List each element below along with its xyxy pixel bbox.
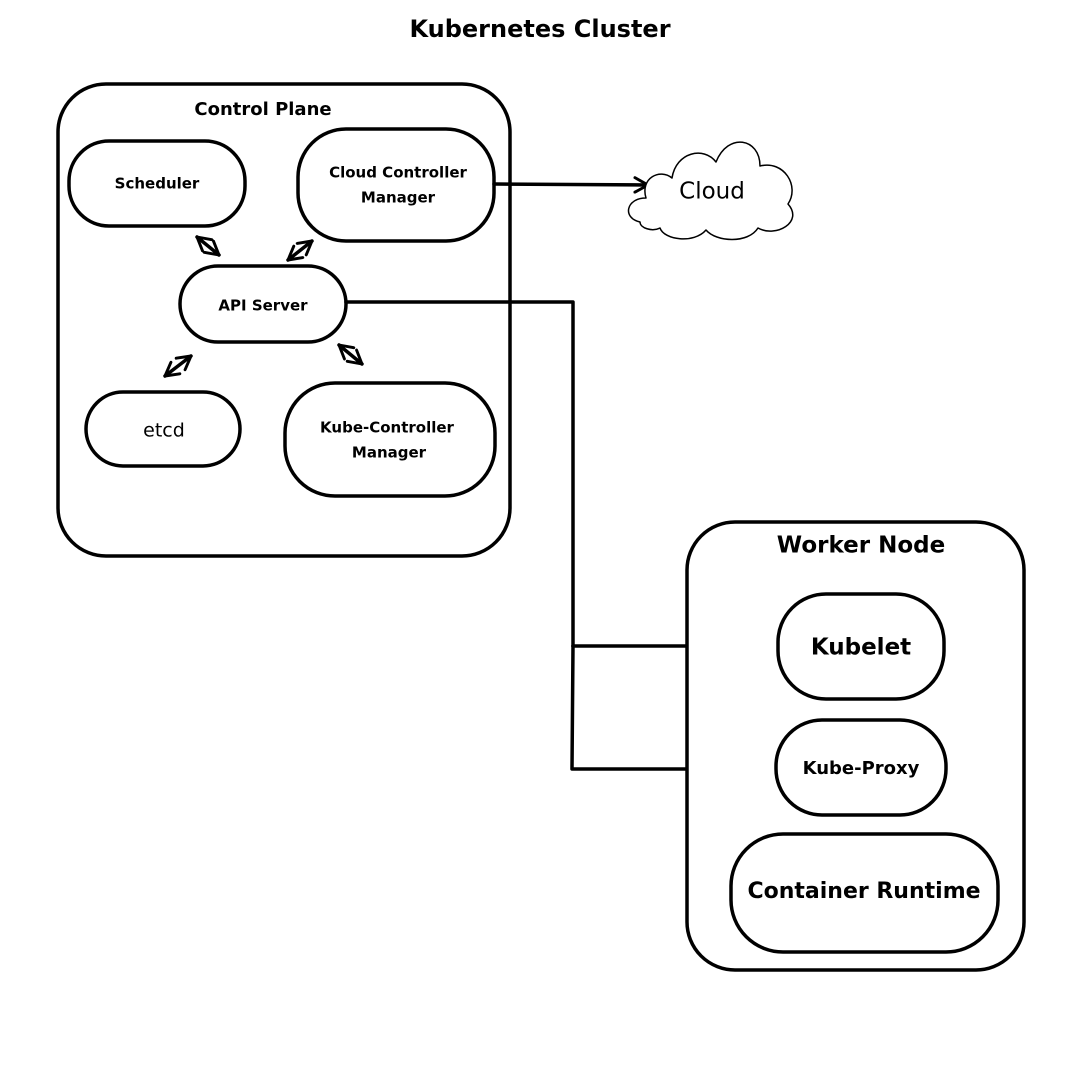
api-server-box[interactable]	[178, 264, 348, 344]
container-runtime-box[interactable]	[729, 832, 1000, 954]
kubelet-label: Kubelet	[811, 635, 911, 661]
cloud-controller-manager-box[interactable]	[296, 127, 496, 243]
kube-controller-api-server-arrow	[337, 343, 364, 366]
scheduler-node[interactable]: Scheduler	[67, 139, 247, 228]
etcd-label: etcd	[143, 420, 185, 442]
cloud-controller-manager-node[interactable]: Cloud Controller Manager	[296, 127, 496, 243]
cloud-controller-manager-label-line2: Manager	[361, 189, 436, 207]
cloud-controller-api-server-arrow	[286, 239, 314, 262]
kube-controller-manager-label-line2: Manager	[352, 444, 427, 462]
container-runtime-node[interactable]: Container Runtime	[729, 832, 1000, 954]
cloud-node: Cloud	[627, 141, 794, 241]
kube-controller-manager-box[interactable]	[283, 381, 497, 498]
worker-node-title: Worker Node	[777, 533, 945, 559]
cloud-icon	[627, 141, 794, 241]
diagram-title: Kubernetes Cluster	[409, 15, 670, 43]
control-plane-title: Control Plane	[194, 99, 331, 120]
cloud-label: Cloud	[679, 179, 745, 205]
cloud-controller-to-cloud-arrow	[492, 176, 650, 194]
kube-controller-manager-node[interactable]: Kube-Controller Manager	[283, 381, 497, 498]
kubelet-box[interactable]	[776, 592, 946, 701]
container-runtime-label: Container Runtime	[747, 879, 980, 904]
etcd-node[interactable]: etcd	[84, 390, 242, 468]
etcd-box[interactable]	[84, 390, 242, 468]
kubelet-node[interactable]: Kubelet	[776, 592, 946, 701]
scheduler-label: Scheduler	[115, 175, 200, 193]
kube-controller-manager-label-line1: Kube-Controller	[320, 419, 454, 437]
cloud-controller-manager-label-line1: Cloud Controller	[329, 164, 467, 182]
scheduler-api-server-arrow	[195, 235, 221, 257]
etcd-api-server-arrow	[163, 354, 193, 378]
api-server-node[interactable]: API Server	[178, 264, 348, 344]
kube-proxy-label: Kube-Proxy	[803, 758, 920, 779]
api-server-connector-line	[344, 300, 575, 648]
kube-proxy-box[interactable]	[774, 718, 948, 817]
kube-proxy-node[interactable]: Kube-Proxy	[774, 718, 948, 817]
api-server-label: API Server	[218, 297, 308, 315]
scheduler-box[interactable]	[67, 139, 247, 228]
